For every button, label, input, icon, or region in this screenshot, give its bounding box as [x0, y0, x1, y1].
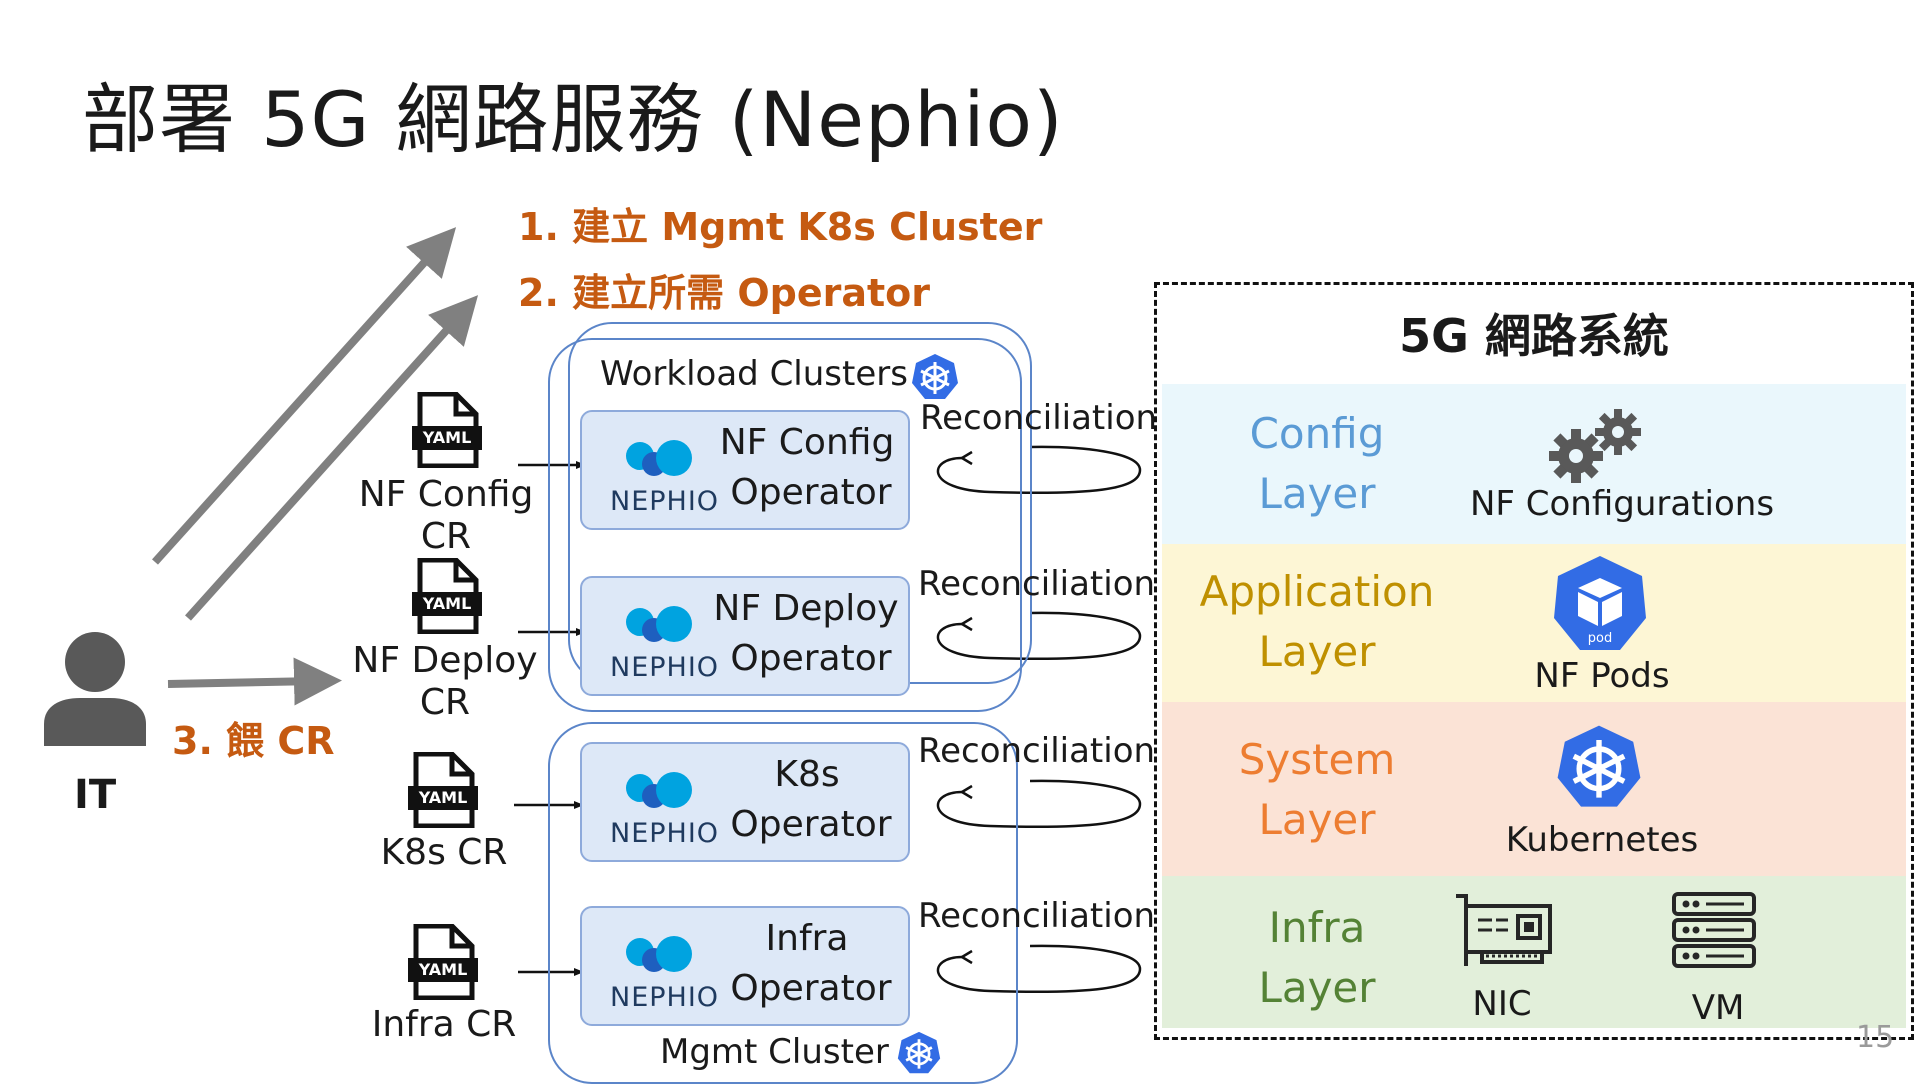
yaml-file-icon: YAML: [406, 751, 480, 829]
layer-item-label: NIC: [1472, 984, 1532, 1024]
operator-box: NF Deploy NEPHIO Operator: [580, 576, 910, 696]
reconciliation-loop-4: [936, 944, 1142, 994]
nephio-brand-text: NEPHIO: [610, 652, 720, 683]
mgmt-cluster-label: Mgmt Cluster: [660, 1032, 889, 1072]
arrow-step-1: [152, 227, 457, 565]
yaml-badge: YAML: [422, 594, 472, 613]
layer-name: Application: [1199, 567, 1435, 616]
server-rack-icon: [1672, 892, 1756, 968]
operator-suffix: Operator: [730, 804, 892, 845]
yaml-badge: YAML: [418, 960, 468, 979]
workload-clusters-box: [548, 338, 1022, 712]
layer-item-label: VM: [1691, 988, 1745, 1028]
reconciliation-label: Reconciliation: [918, 731, 1156, 771]
layer-item-label: Kubernetes: [1505, 820, 1699, 860]
layer-name-line2: Layer: [1258, 627, 1376, 676]
layer-name: System: [1238, 735, 1396, 784]
application-layer: Application Layer pod NF Pods: [1162, 544, 1906, 702]
layer-name: Config: [1249, 409, 1385, 458]
operator-box: NF Config NEPHIO Operator: [580, 410, 910, 530]
reconciliation-label: Reconciliation: [918, 564, 1156, 604]
layer-name-line2: Layer: [1258, 963, 1376, 1012]
actor-label: IT: [74, 772, 117, 818]
yaml-file-icon: YAML: [410, 391, 484, 469]
reconciliation-label: Reconciliation: [920, 398, 1158, 438]
operator-name: K8s: [774, 754, 840, 795]
nephio-brand-text: NEPHIO: [610, 486, 720, 517]
yaml-file-icon: YAML: [406, 923, 480, 1001]
yaml-badge: YAML: [418, 788, 468, 807]
layer-name-line2: Layer: [1258, 795, 1376, 844]
config-layer: Config Layer NF Configurations: [1162, 384, 1906, 544]
operator-name: Infra: [765, 918, 849, 959]
arrow-step-3: [167, 657, 342, 706]
operator-suffix: Operator: [730, 638, 892, 679]
cr-label: NF Config: [358, 474, 534, 515]
nephio-logo-icon: [626, 936, 692, 972]
cr-label: NF Deploy: [352, 640, 538, 681]
step-3-label: 3. 餵 CR: [172, 719, 335, 763]
cr-label-line2: CR: [420, 516, 472, 557]
system-layer: System Layer Kubernetes: [1162, 702, 1906, 876]
step-1-label: 1. 建立 Mgmt K8s Cluster: [518, 205, 1043, 249]
page-number: 15: [1856, 1020, 1895, 1055]
operator-box: K8s NEPHIO Operator: [580, 742, 910, 862]
operator-suffix: Operator: [730, 472, 892, 513]
operator-name: NF Deploy: [713, 588, 899, 629]
kubernetes-wheel-icon: [1557, 725, 1641, 807]
workload-clusters-label: Workload Clusters: [600, 354, 908, 394]
layer-item-label: NF Configurations: [1469, 484, 1775, 524]
svg-text:pod: pod: [1588, 631, 1612, 646]
layer-item-label: NF Pods: [1534, 656, 1670, 696]
reconciliation-label: Reconciliation: [918, 896, 1156, 936]
cr-label: Infra CR: [371, 1004, 517, 1045]
reconciliation-loop-3: [936, 779, 1142, 829]
nic-card-icon: [1456, 894, 1552, 966]
arrow-step-2: [185, 295, 479, 621]
nephio-logo-icon: [626, 772, 692, 808]
cr-label: K8s CR: [380, 832, 508, 873]
nephio-brand-text: NEPHIO: [610, 982, 720, 1013]
layer-name: Infra: [1268, 903, 1366, 952]
5g-system-panel: [1154, 282, 1914, 1040]
operator-name: NF Config: [719, 422, 895, 463]
step-2-label: 2. 建立所需 Operator: [518, 271, 931, 315]
yaml-file-icon: YAML: [410, 557, 484, 635]
operator-suffix: Operator: [730, 968, 892, 1009]
cr-label-line2: CR: [419, 682, 471, 723]
reconciliation-loop-2: [936, 611, 1142, 661]
yaml-badge: YAML: [422, 428, 472, 447]
nephio-logo-icon: [626, 606, 692, 642]
reconciliation-loop-1: [936, 445, 1142, 495]
operator-box: Infra NEPHIO Operator: [580, 906, 910, 1026]
gears-icon: [1549, 409, 1641, 483]
pod-icon: pod: [1554, 556, 1646, 650]
system-title: 5G 網路系統: [1399, 309, 1669, 363]
kubernetes-wheel-icon: [910, 352, 960, 402]
layer-name-line2: Layer: [1258, 469, 1376, 518]
slide-title: 部署 5G 網路服務 (Nephio): [82, 75, 1064, 164]
nephio-logo-icon: [626, 440, 692, 476]
person-icon: [40, 628, 150, 746]
kubernetes-wheel-icon: [896, 1030, 942, 1076]
nephio-brand-text: NEPHIO: [610, 818, 720, 849]
infra-layer: Infra Layer NIC VM: [1162, 876, 1906, 1028]
